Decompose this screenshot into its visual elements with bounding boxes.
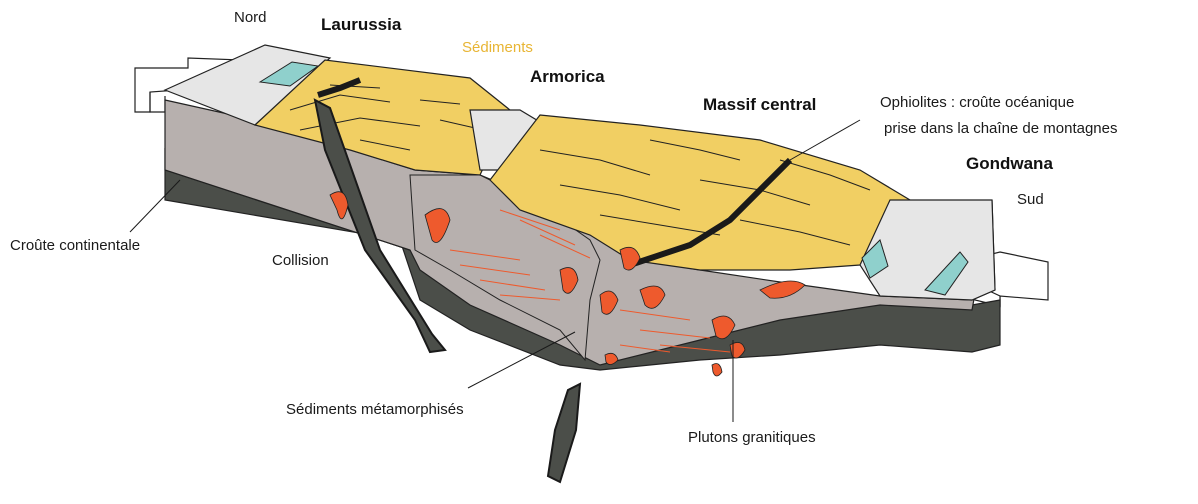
label-nord: Nord xyxy=(234,9,267,26)
label-collision: Collision xyxy=(272,252,329,269)
label-croute-continentale: Croûte continentale xyxy=(10,237,140,254)
label-plutons-granitiques: Plutons granitiques xyxy=(688,429,816,446)
label-ophiolites-line2: prise dans la chaîne de montagnes xyxy=(884,120,1118,137)
label-gondwana: Gondwana xyxy=(966,154,1053,173)
label-sediments-metamorphises: Sédiments métamorphisés xyxy=(286,401,464,418)
detached-slab xyxy=(548,384,580,482)
label-ophiolites-line1: Ophiolites : croûte océanique xyxy=(880,94,1074,111)
label-massif-central: Massif central xyxy=(703,95,816,114)
label-sediments: Sédiments xyxy=(462,39,533,56)
label-laurussia: Laurussia xyxy=(321,15,402,34)
label-sud: Sud xyxy=(1017,191,1044,208)
label-armorica: Armorica xyxy=(530,67,605,86)
